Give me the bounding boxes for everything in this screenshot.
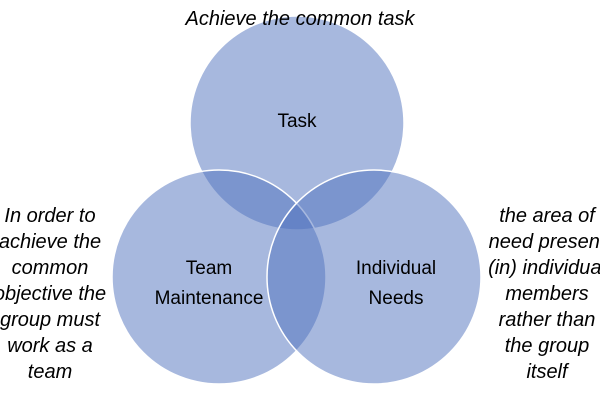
individual-label-line: Individual — [355, 258, 437, 279]
note-line: common — [11, 257, 89, 279]
note-line: the group — [504, 335, 590, 357]
diagram-title: Achieve the common task — [185, 8, 415, 30]
note-line: group must — [0, 309, 101, 331]
individual-needs-label: Individual Needs — [326, 254, 466, 314]
task-label: Task — [277, 111, 317, 132]
individual-needs-circle — [266, 169, 482, 385]
note-line: objective the — [0, 283, 107, 305]
note-line: members — [505, 283, 589, 305]
team-label-line: Maintenance — [154, 288, 264, 309]
note-line: work as a — [7, 335, 93, 357]
note-line: itself — [526, 361, 568, 383]
note-line: (in) individual — [488, 257, 600, 279]
team-maintenance-label: Team Maintenance — [139, 254, 279, 314]
note-line: team — [27, 361, 73, 383]
team-label-line: Team — [185, 258, 233, 279]
note-line: the area of — [499, 205, 595, 227]
note-line: need present — [488, 231, 600, 253]
left-note: In order to achieve the common objective… — [0, 203, 120, 385]
individual-label-line: Needs — [368, 288, 424, 309]
right-note: the area of need present (in) individual… — [477, 203, 600, 385]
note-line: achieve the — [0, 231, 102, 253]
note-line: In order to — [4, 205, 96, 227]
note-line: rather than — [498, 309, 596, 331]
